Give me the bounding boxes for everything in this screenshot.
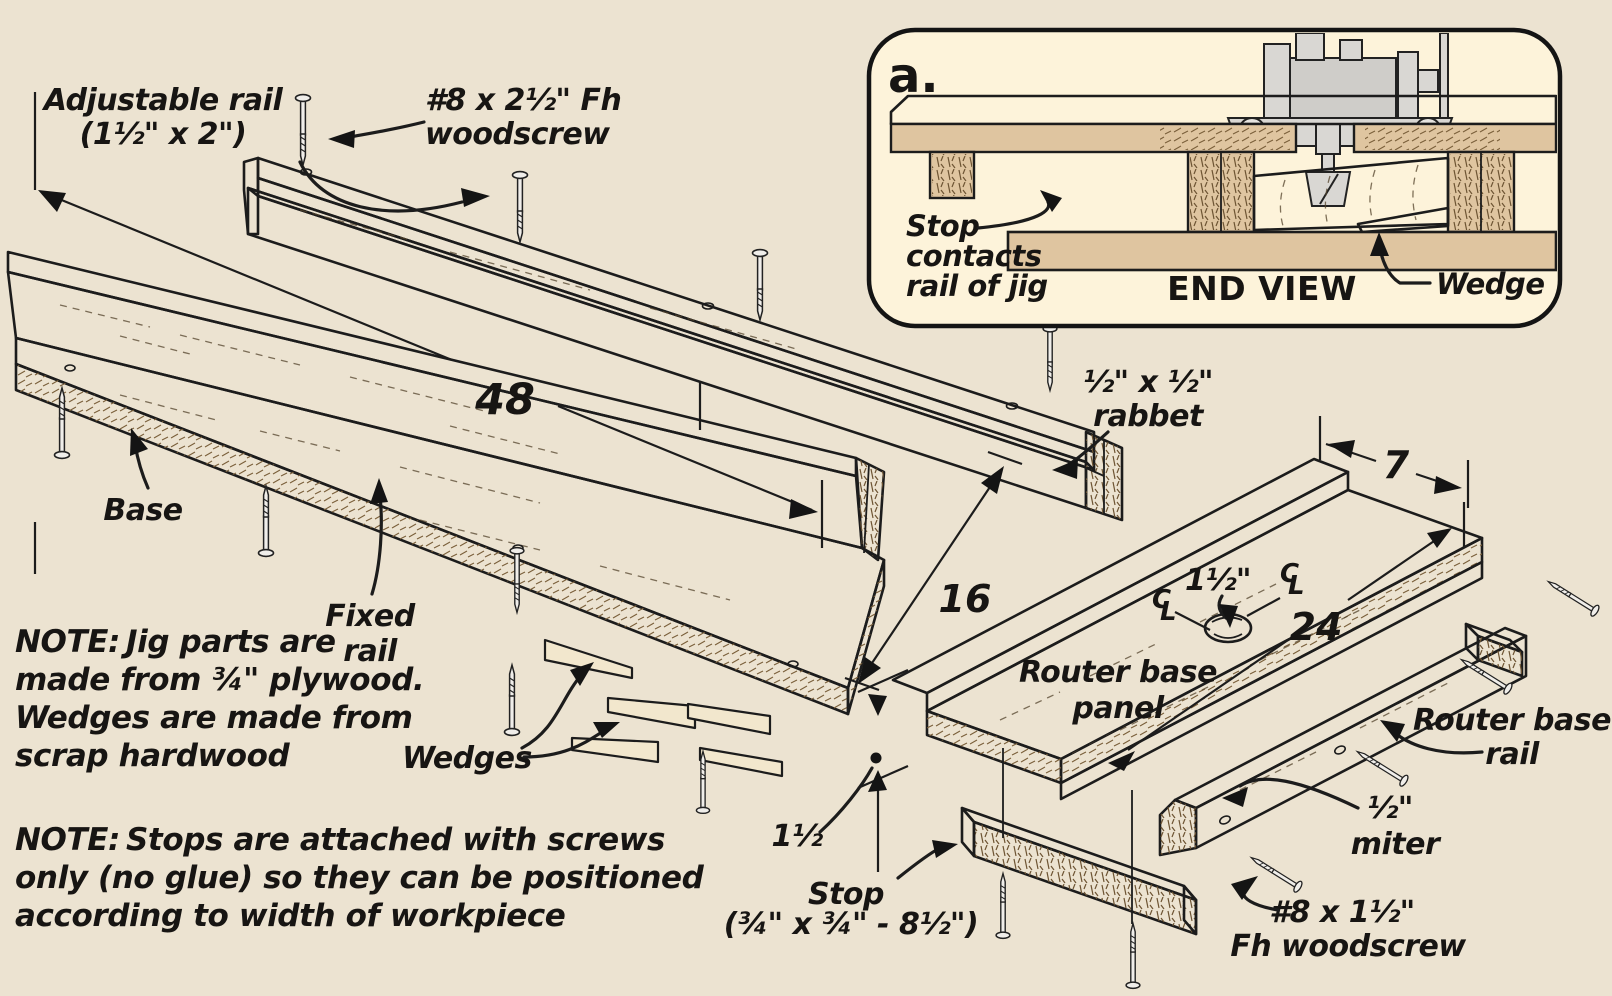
router-base-rail <box>1158 626 1528 857</box>
wedges-label: Wedges <box>402 741 532 776</box>
panel-label-2: panel <box>1071 691 1164 726</box>
note-tag: NOTE: <box>15 822 120 858</box>
adjustable-rail-label: Adjustable rail <box>42 83 284 118</box>
adjustable-rail-size: (1½" x 2") <box>80 117 247 152</box>
svg-text:scrap hardwood: scrap hardwood <box>15 738 291 774</box>
rabbet-label-2: rabbet <box>1093 399 1205 434</box>
rabbet-label: ½" x ½" <box>1083 365 1213 400</box>
svg-text:L: L <box>1288 571 1305 601</box>
labels: Adjustable rail (1½" x 2") #8 x 2½" Fh w… <box>42 83 1612 964</box>
svg-text:Stops are attached with screws: Stops are attached with screws <box>126 822 665 858</box>
dim-24: 24 <box>1290 605 1343 649</box>
inset-wedge <box>1356 206 1450 234</box>
centerline-symbol: C L <box>1152 585 1177 627</box>
dimension-16: 16 <box>844 450 1023 692</box>
dim-16: 16 <box>939 577 992 621</box>
end-view-inset: a. Stop contacts rail of jig END VIEW We… <box>866 27 1563 329</box>
fixed-rail-label-2: rail <box>343 634 398 669</box>
rail-label-2: rail <box>1485 737 1540 772</box>
dimension-24: 24 <box>1108 502 1466 771</box>
stop-stick <box>960 806 1198 936</box>
dimension-gap: 1½ <box>772 668 909 872</box>
svg-text:Jig parts are: Jig parts are <box>120 624 336 660</box>
inset-base <box>1006 230 1557 272</box>
top-screw-label-2: woodscrew <box>425 117 610 152</box>
miter-label: ½" <box>1367 791 1413 826</box>
inset-wedge-label: Wedge <box>1436 267 1545 301</box>
svg-text:L: L <box>1160 597 1177 627</box>
dimension-7: 7 <box>1318 416 1470 508</box>
svg-text:C: C <box>1152 585 1171 615</box>
note-tag: NOTE: <box>15 624 120 660</box>
router-base-rail-attached <box>1059 560 1484 801</box>
inset-tag: a. <box>888 48 939 104</box>
svg-text:only (no glue) so they can be: only (no glue) so they can be positioned <box>15 860 705 896</box>
svg-text:according to width of workpiec: according to width of workpiece <box>15 898 565 934</box>
miter-label-2: miter <box>1351 827 1442 862</box>
gap-dim-label: 1½ <box>772 819 824 854</box>
dimension-48: 48 <box>33 92 824 574</box>
svg-text:C: C <box>1280 559 1299 589</box>
centerline-symbol: C L <box>1280 559 1305 601</box>
hole-callout: C L C L 1½" <box>1152 559 1305 631</box>
note-plywood: NOTE: Jig parts are made from ¾" plywood… <box>15 624 425 774</box>
panel-label: Router base <box>1019 655 1217 690</box>
note-stops: NOTE: Stops are attached with screws onl… <box>15 822 705 934</box>
wedges <box>543 638 784 778</box>
svg-text:Wedges are made from: Wedges are made from <box>15 700 413 736</box>
stop-size-label: (¾" x ¾" - 8½") <box>724 907 978 942</box>
dim-7: 7 <box>1383 443 1410 487</box>
svg-text:made from ¾" plywood.: made from ¾" plywood. <box>15 662 424 698</box>
svg-text:contacts: contacts <box>906 239 1042 273</box>
base-label: Base <box>103 493 182 528</box>
inset-stop-label: Stop <box>906 209 979 243</box>
alignment-lines <box>1002 748 1133 924</box>
rail-label: Router base <box>1413 703 1611 738</box>
dim-48: 48 <box>474 375 535 425</box>
fixed-rail-label: Fixed <box>325 599 415 634</box>
stop-label: Stop <box>808 877 884 912</box>
bottom-screw-label-2: Fh woodscrew <box>1230 929 1466 964</box>
end-view-title: END VIEW <box>1167 269 1357 308</box>
jig-base-assembly <box>6 250 886 716</box>
hole-diameter-label: 1½" <box>1185 563 1251 598</box>
top-screw-label: #8 x 2½" Fh <box>425 83 621 118</box>
bottom-screw-label: #8 x 1½" <box>1269 895 1415 930</box>
svg-text:rail of jig: rail of jig <box>906 269 1048 303</box>
router-base-panel <box>891 457 1484 785</box>
router-stop-block <box>1464 622 1524 678</box>
adjustable-rail <box>242 156 1124 522</box>
